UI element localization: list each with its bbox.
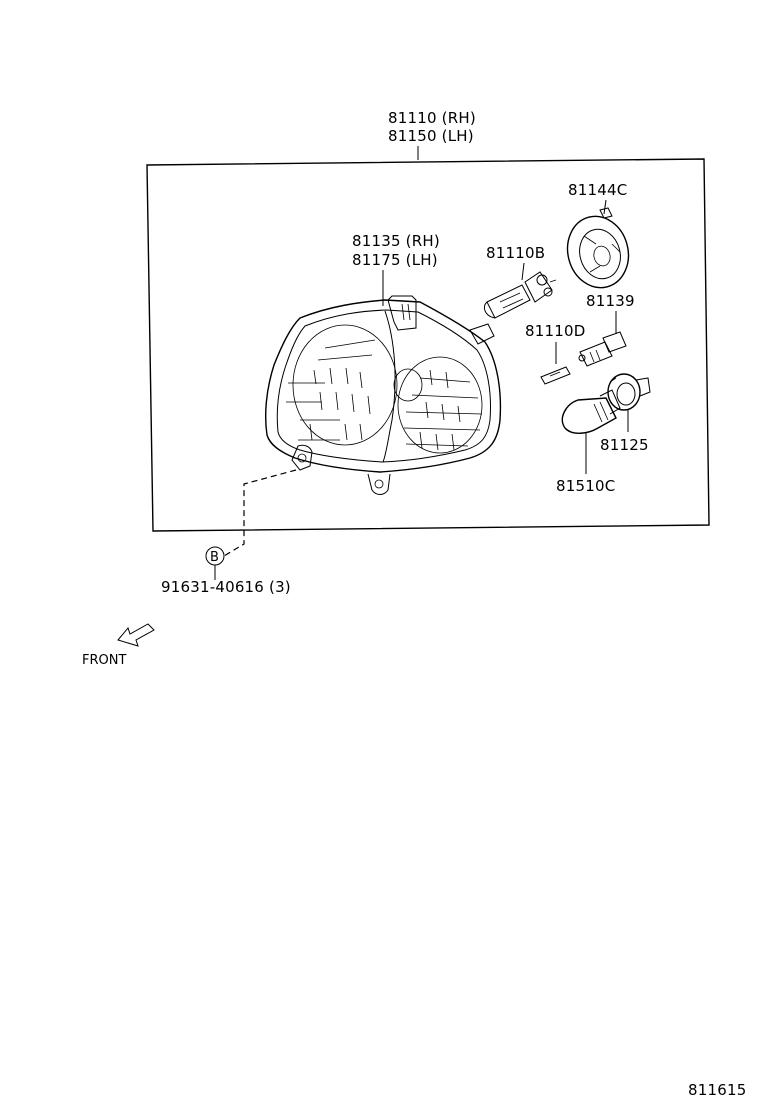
assembly-label-rh: 81110 (RH) (388, 109, 476, 127)
label-clip: 81110D (525, 322, 585, 340)
fastener-callout-letter: B (210, 550, 219, 565)
bulb-h-drawing (483, 271, 557, 319)
unit-label-lh: 81175 (LH) (352, 251, 438, 269)
label-bulb-large: 81510C (556, 477, 615, 495)
label-bulb-h: 81110B (486, 244, 545, 262)
leader-socket-cover (603, 199, 607, 215)
clip-drawing (540, 366, 571, 385)
headlamp-unit-drawing (265, 295, 502, 495)
label-socket-cover: 81144C (568, 181, 627, 199)
fastener-leader-dashed (223, 469, 297, 557)
figure-id: 811615 (688, 1081, 746, 1099)
assembly-frame (146, 158, 710, 532)
front-label: FRONT (82, 653, 126, 668)
socket-large-drawing (607, 373, 651, 411)
assembly-label-lh: 81150 (LH) (388, 127, 474, 145)
socket-cover-drawing (566, 207, 630, 289)
label-socket-small: 81139 (586, 292, 635, 310)
bulb-large-drawing (561, 389, 621, 434)
fastener-part-number: 91631-40616 (3) (161, 578, 291, 596)
socket-small-drawing (578, 331, 627, 367)
unit-label-rh: 81135 (RH) (352, 232, 440, 250)
leader-bulb-h (521, 262, 525, 281)
label-socket-large: 81125 (600, 436, 649, 454)
front-arrow-icon (117, 623, 155, 647)
